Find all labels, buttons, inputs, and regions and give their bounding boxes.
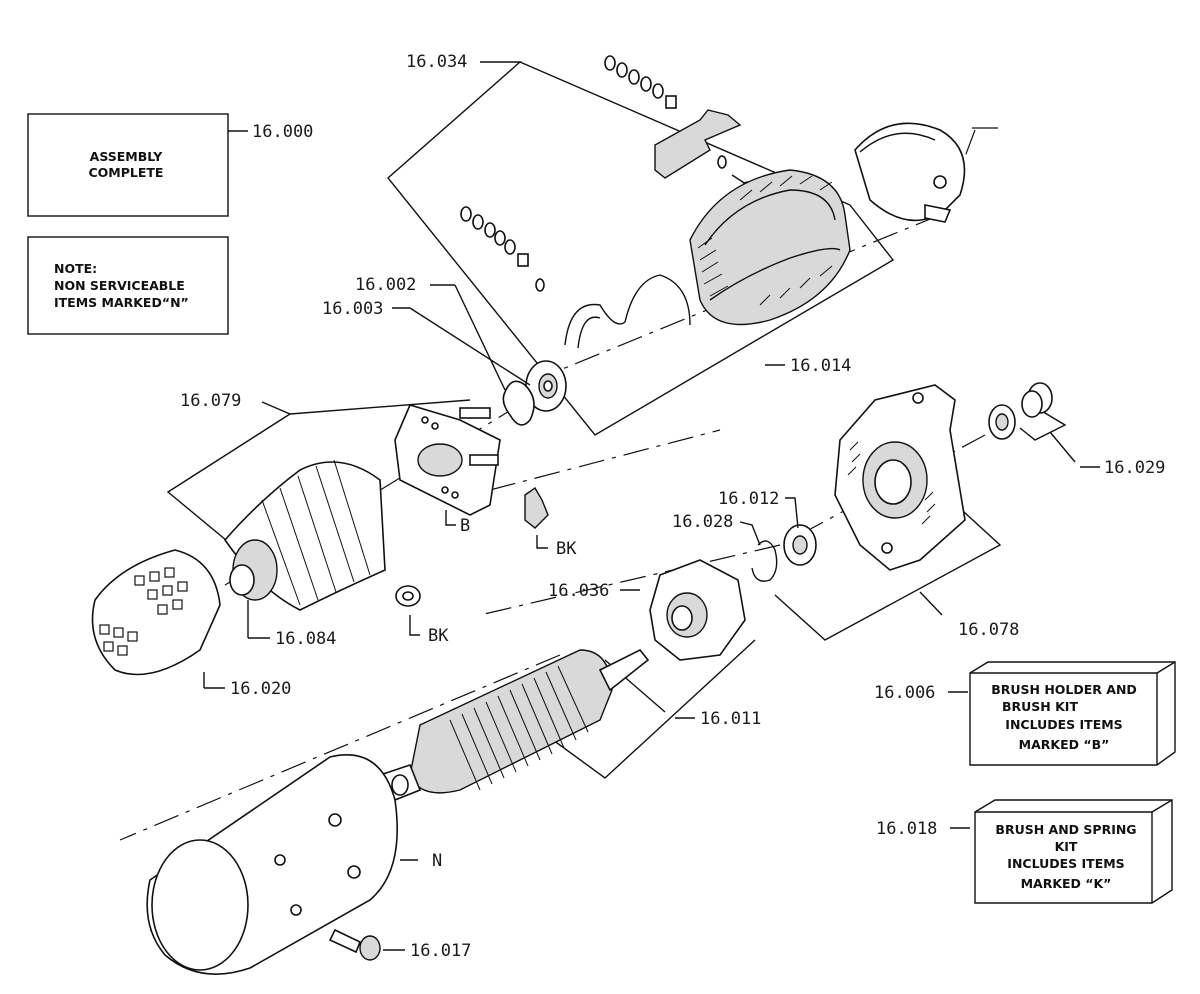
brush-spring-kit-line-2: KIT (1055, 839, 1078, 854)
bracket-16-079 (166, 399, 471, 546)
brush-holder-kit-line-3: INCLUDES ITEMS (1005, 717, 1122, 732)
spring-bk (395, 585, 421, 607)
wave-washer-16-002 (502, 380, 535, 426)
note-box: NOTE: NON SERVICEABLE ITEMS MARKED“N” (27, 236, 229, 335)
fan-16-036 (649, 559, 746, 661)
snap-ring-16-028 (751, 540, 778, 582)
axis-mid (489, 429, 721, 491)
brush-holder-kit-line-4: MARKED “B” (1019, 737, 1110, 752)
brush-spring-kit-box: BRUSH AND SPRING KIT INCLUDES ITEMS MARK… (876, 799, 1173, 904)
brush-holder-kit-box: BRUSH HOLDER AND BRUSH KIT INCLUDES ITEM… (874, 661, 1176, 766)
mark-bk-brush: BK (556, 539, 577, 559)
label-16-034: 16.034 (406, 52, 467, 72)
bracket-16-078 (774, 489, 1002, 641)
hardware-set-top (460, 55, 677, 292)
note-line-2: NON SERVICEABLE (54, 278, 185, 293)
bearing-16-003 (525, 360, 567, 412)
label-16-011: 16.011 (700, 709, 761, 729)
label-16-084: 16.084 (275, 629, 336, 649)
label-16-002: 16.002 (355, 275, 416, 295)
commutator-end-frame (223, 459, 386, 611)
label-16-036: 16.036 (548, 581, 609, 601)
end-cap-band (854, 122, 966, 223)
label-16-000: 16.000 (252, 122, 313, 142)
note-line-1: NOTE: (54, 261, 97, 276)
assembly-box-line-1: ASSEMBLY (90, 149, 164, 164)
terminal-plate (654, 109, 754, 191)
bearing-16-012 (783, 524, 817, 566)
brush-holder-kit-line-2: BRUSH KIT (1002, 699, 1078, 714)
mark-n: N (432, 851, 442, 871)
field-coil-assembly (689, 169, 851, 326)
armature-16-011 (378, 648, 650, 801)
brush-holder-kit-line-1: BRUSH HOLDER AND (991, 682, 1137, 697)
cover-band-16-020 (91, 549, 221, 676)
brush-holder-plate (394, 404, 501, 516)
assembly-box-line-2: COMPLETE (89, 165, 164, 180)
bearing-16-029 (988, 382, 1053, 440)
label-16-012: 16.012 (718, 489, 779, 509)
label-16-003: 16.003 (322, 299, 383, 319)
brush-spring-kit-line-4: MARKED “K” (1021, 876, 1112, 891)
label-16-017: 16.017 (410, 941, 471, 961)
label-16-006: 16.006 (874, 683, 935, 703)
mark-bk-spring: BK (428, 626, 449, 646)
axis-housing-left (119, 654, 561, 841)
brush-spring-kit-line-3: INCLUDES ITEMS (1007, 856, 1124, 871)
label-16-018: 16.018 (876, 819, 937, 839)
motor-housing-n (146, 754, 398, 975)
assembly-complete-box: ASSEMBLY COMPLETE 16.000 (27, 113, 313, 217)
bracket-16-029 (1019, 409, 1076, 463)
field-wire-clip (564, 274, 691, 349)
brush-spring-kit-line-1: BRUSH AND SPRING (995, 822, 1136, 837)
mark-b: B (460, 516, 470, 536)
axis-fan (479, 544, 781, 616)
label-16-020: 16.020 (230, 679, 291, 699)
label-16-078: 16.078 (958, 620, 1019, 640)
note-line-3: ITEMS MARKED“N” (54, 295, 189, 310)
bolt-16-017 (328, 928, 381, 961)
label-16-079: 16.079 (180, 391, 241, 411)
drive-end-frame (834, 384, 966, 571)
label-16-028: 16.028 (672, 512, 733, 532)
label-16-029: 16.029 (1104, 458, 1165, 478)
label-16-014: 16.014 (790, 356, 851, 376)
brush-bk (524, 486, 549, 529)
